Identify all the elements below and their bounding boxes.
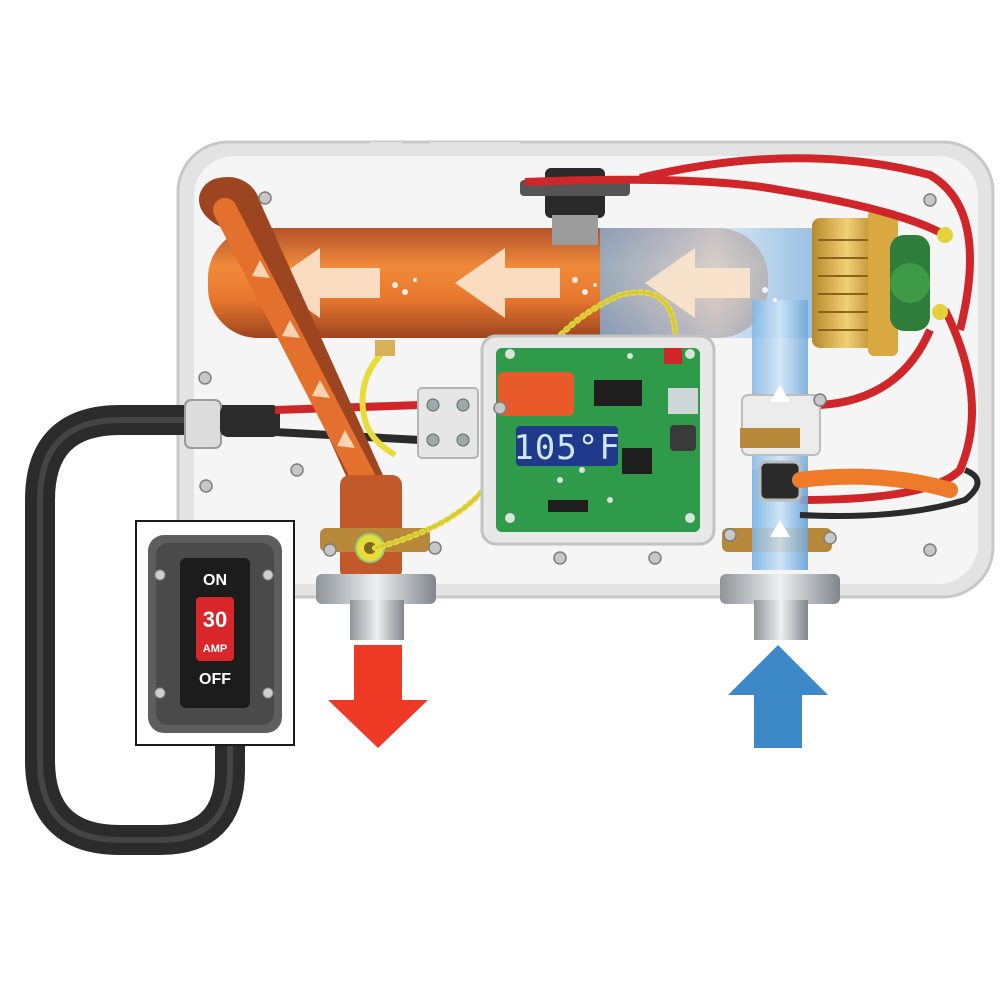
screw-icon [198,191,937,565]
breaker-rating: 30 [203,607,227,632]
terminal-block [417,387,479,459]
heating-tube [208,210,930,570]
breaker-on-label: ON [203,572,227,589]
breaker-toggle[interactable]: 30 AMP [196,597,234,661]
breaker-unit: AMP [203,643,227,655]
temperature-readout: 105°F [513,428,620,468]
hot-water-outlet-arrow [328,645,428,748]
breaker-off-label: OFF [199,671,231,688]
cold-inlet-fitting [720,385,840,640]
cold-water-inlet-arrow [728,645,828,748]
hot-outlet-fitting [316,475,436,640]
outlet-pipe [199,177,397,527]
temperature-display: 105°F [513,426,620,468]
cable-clamp [184,399,222,449]
